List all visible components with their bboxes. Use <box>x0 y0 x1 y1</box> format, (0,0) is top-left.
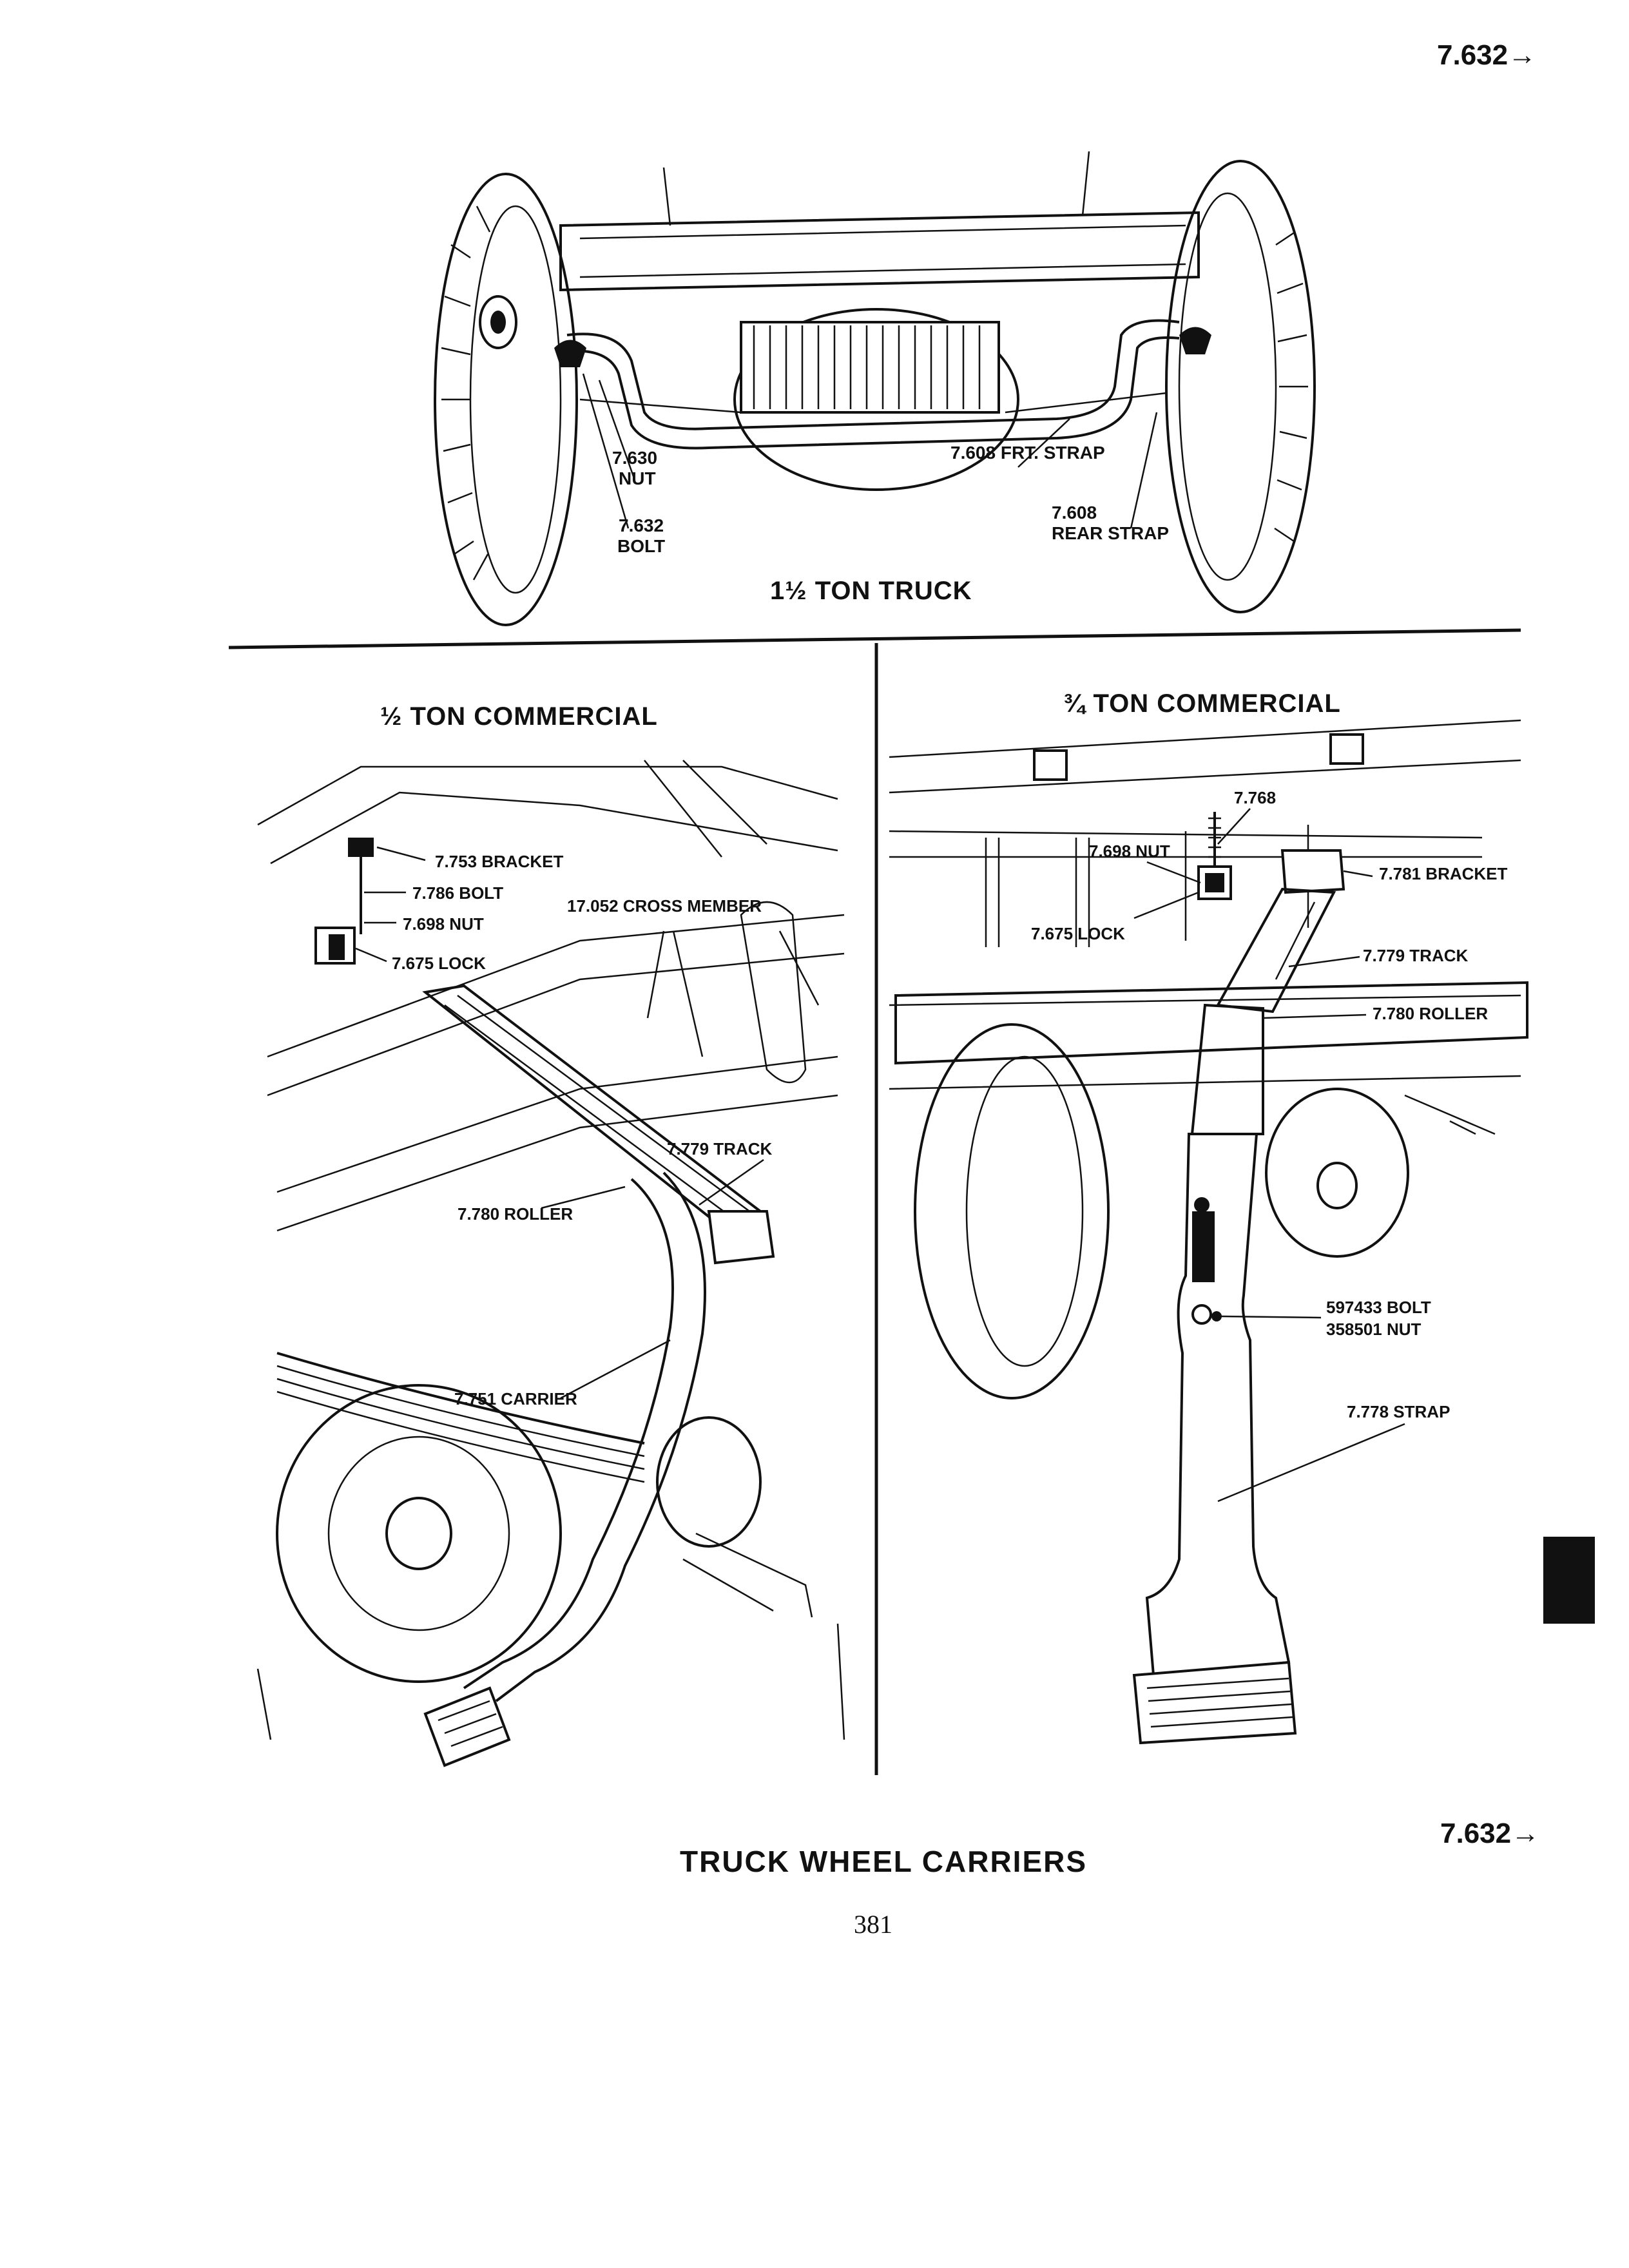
label-bolt-7786: 7.786 BOLT <box>412 883 503 903</box>
label-cross-member-17052: 17.052 CROSS MEMBER <box>567 896 762 916</box>
label-nut-text: NUT <box>619 468 656 488</box>
label-rear-strap-number: 7.608 <box>1052 503 1097 523</box>
label-carrier-7751: 7.751 CARRIER <box>454 1389 577 1408</box>
label-bolt-597433: 597433 BOLT <box>1326 1298 1431 1317</box>
label-nut-358501: 358501 NUT <box>1326 1320 1422 1339</box>
left-panel-callouts: 7.753 BRACKET 7.786 BOLT 7.698 NUT 7.675… <box>355 846 820 1408</box>
label-roller-7780: 7.780 ROLLER <box>1373 1004 1488 1023</box>
illustration-three-quarter-ton-commercial <box>889 719 1528 1745</box>
figure-caption: TRUCK WHEEL CARRIERS <box>680 1845 1087 1878</box>
illustration-1-5-ton-truck <box>434 151 1316 626</box>
panel-title-three-quarter-ton-commercial: ¾ TON COMMERCIAL <box>1063 689 1341 718</box>
label-bolt-number: 7.632 <box>619 515 664 535</box>
label-front-strap: 7.608 FRT. STRAP <box>950 443 1105 463</box>
label-lock-7675: 7.675 LOCK <box>392 954 486 973</box>
right-tire-drawing <box>1165 160 1316 613</box>
label-strap-7778: 7.778 STRAP <box>1347 1402 1450 1421</box>
label-nut-number: 7.630 <box>612 448 657 468</box>
label-rear-strap-text: REAR STRAP <box>1052 523 1169 543</box>
panel-title-1-5-ton-truck: 1½ TON TRUCK <box>770 577 972 605</box>
label-roller-7780: 7.780 ROLLER <box>458 1204 573 1224</box>
section-thumb-tab <box>1543 1537 1595 1624</box>
label-part-7768: 7.768 <box>1234 788 1276 807</box>
label-nut-7698: 7.698 NUT <box>403 914 484 934</box>
page-ref-bottom: 7.632→ <box>1440 1818 1539 1849</box>
label-nut-7698: 7.698 NUT <box>1089 841 1170 861</box>
illustration-half-ton-commercial <box>256 760 845 1767</box>
right-panel-callouts: 7.768 7.698 NUT 7.781 BRACKET 7.675 LOCK… <box>1031 788 1508 1503</box>
horizontal-divider <box>228 628 1521 649</box>
left-tire-drawing <box>434 173 578 626</box>
page-ref-top: 7.632→ <box>1437 39 1536 71</box>
label-bracket-7781: 7.781 BRACKET <box>1379 864 1508 883</box>
top-panel-callouts: 7.630 NUT 7.632 BOLT 7.608 FRT. STRAP 7.… <box>582 373 1169 556</box>
page-number: 381 <box>854 1910 892 1939</box>
label-lock-7675: 7.675 LOCK <box>1031 924 1125 943</box>
panel-title-half-ton-commercial: ½ TON COMMERCIAL <box>380 702 658 731</box>
label-track-7779: 7.779 TRACK <box>667 1139 772 1158</box>
label-bracket-7753: 7.753 BRACKET <box>435 852 564 871</box>
label-bolt-text: BOLT <box>617 536 665 556</box>
label-track-7779: 7.779 TRACK <box>1363 946 1468 965</box>
